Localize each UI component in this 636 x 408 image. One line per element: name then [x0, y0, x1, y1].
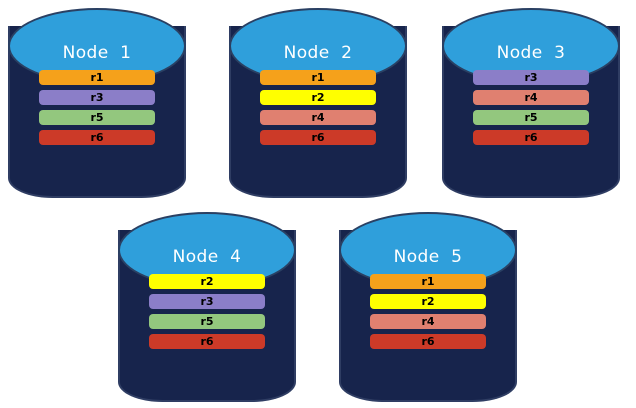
node-title-2: Node 2: [283, 43, 353, 63]
replica-bar[interactable]: r4: [473, 90, 589, 105]
replica-bar[interactable]: r6: [149, 334, 265, 349]
replica-bar[interactable]: r1: [260, 70, 376, 85]
replica-list-1: r1 r3 r5 r6: [8, 70, 186, 145]
node-title-4: Node 4: [172, 247, 242, 267]
replica-bar[interactable]: r1: [39, 70, 155, 85]
replica-bar[interactable]: r4: [370, 314, 486, 329]
replica-bar[interactable]: r3: [473, 70, 589, 85]
database-node-2[interactable]: Node 2 r1 r2 r4 r6: [229, 8, 407, 198]
database-node-3[interactable]: Node 3 r3 r4 r5 r6: [442, 8, 620, 198]
replica-list-3: r3 r4 r5 r6: [442, 70, 620, 145]
database-node-5[interactable]: Node 5 r1 r2 r4 r6: [339, 212, 517, 402]
cylinder-top-1: Node 1: [8, 8, 186, 84]
replica-bar[interactable]: r5: [39, 110, 155, 125]
replica-bar[interactable]: r6: [473, 130, 589, 145]
replica-bar[interactable]: r4: [260, 110, 376, 125]
replica-bar[interactable]: r1: [370, 274, 486, 289]
replica-list-5: r1 r2 r4 r6: [339, 274, 517, 349]
replica-bar[interactable]: r5: [473, 110, 589, 125]
replica-bar[interactable]: r3: [39, 90, 155, 105]
node-title-3: Node 3: [496, 43, 566, 63]
replica-list-2: r1 r2 r4 r6: [229, 70, 407, 145]
replica-bar[interactable]: r6: [39, 130, 155, 145]
database-node-4[interactable]: Node 4 r2 r3 r5 r6: [118, 212, 296, 402]
replica-list-4: r2 r3 r5 r6: [118, 274, 296, 349]
replica-bar[interactable]: r6: [370, 334, 486, 349]
node-title-5: Node 5: [393, 247, 463, 267]
replica-bar[interactable]: r2: [149, 274, 265, 289]
replica-bar[interactable]: r2: [260, 90, 376, 105]
replica-bar[interactable]: r6: [260, 130, 376, 145]
replica-bar[interactable]: r2: [370, 294, 486, 309]
node-title-1: Node 1: [62, 43, 132, 63]
replica-bar[interactable]: r3: [149, 294, 265, 309]
replica-bar[interactable]: r5: [149, 314, 265, 329]
database-node-1[interactable]: Node 1 r1 r3 r5 r6: [8, 8, 186, 198]
